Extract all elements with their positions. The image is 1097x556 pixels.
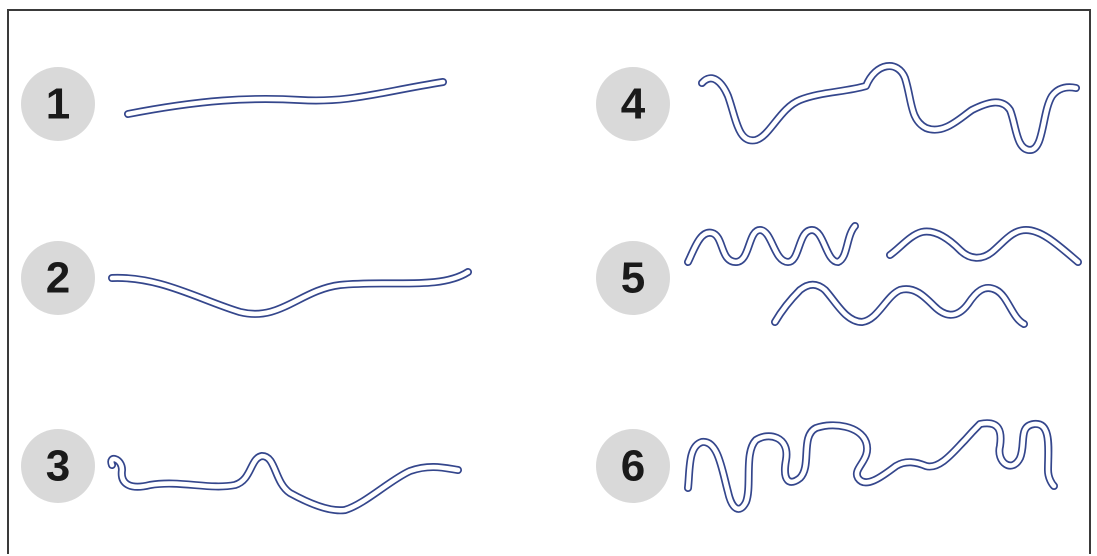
fiber-5c-path-core [772,282,1027,327]
fiber-6 [684,419,1058,513]
diagram-frame [7,9,1091,554]
fiber-3-path-core [109,453,461,513]
badge-1-number: 1 [46,80,70,129]
badge-2-circle [21,241,95,315]
badge-2: 2 [21,241,95,315]
badge-5-number: 5 [621,254,645,303]
fiber-4-path-core [699,63,1079,153]
badge-6-circle [596,429,670,503]
badge-3-circle [21,429,95,503]
fiber-5a [684,222,859,266]
badge-5: 5 [596,241,670,315]
badge-4: 4 [596,67,670,141]
badge-6-number: 6 [621,442,645,491]
badge-4-number: 4 [621,80,646,129]
fiber-5a-path-core [685,223,858,265]
badge-6: 6 [596,429,670,503]
fiber-6-path-core [685,420,1057,512]
fiber-2 [108,268,472,318]
badge-1-circle [21,67,95,141]
fiber-3 [107,452,462,515]
fiber-5c [771,280,1028,328]
fiber-1-path-core [125,79,446,117]
fiber-4 [698,62,1080,154]
badge-2-number: 2 [46,254,70,303]
badge-3-number: 3 [46,442,70,491]
fiber-2-path-outline [108,268,472,318]
fiber-5b [886,226,1082,266]
fiber-5b-path-core [887,227,1081,265]
badge-4-circle [596,67,670,141]
badge-5-circle [596,241,670,315]
badge-3: 3 [21,429,95,503]
fiber-2-path-core [109,269,471,317]
fiber-1 [124,78,447,118]
badge-1: 1 [21,67,95,141]
